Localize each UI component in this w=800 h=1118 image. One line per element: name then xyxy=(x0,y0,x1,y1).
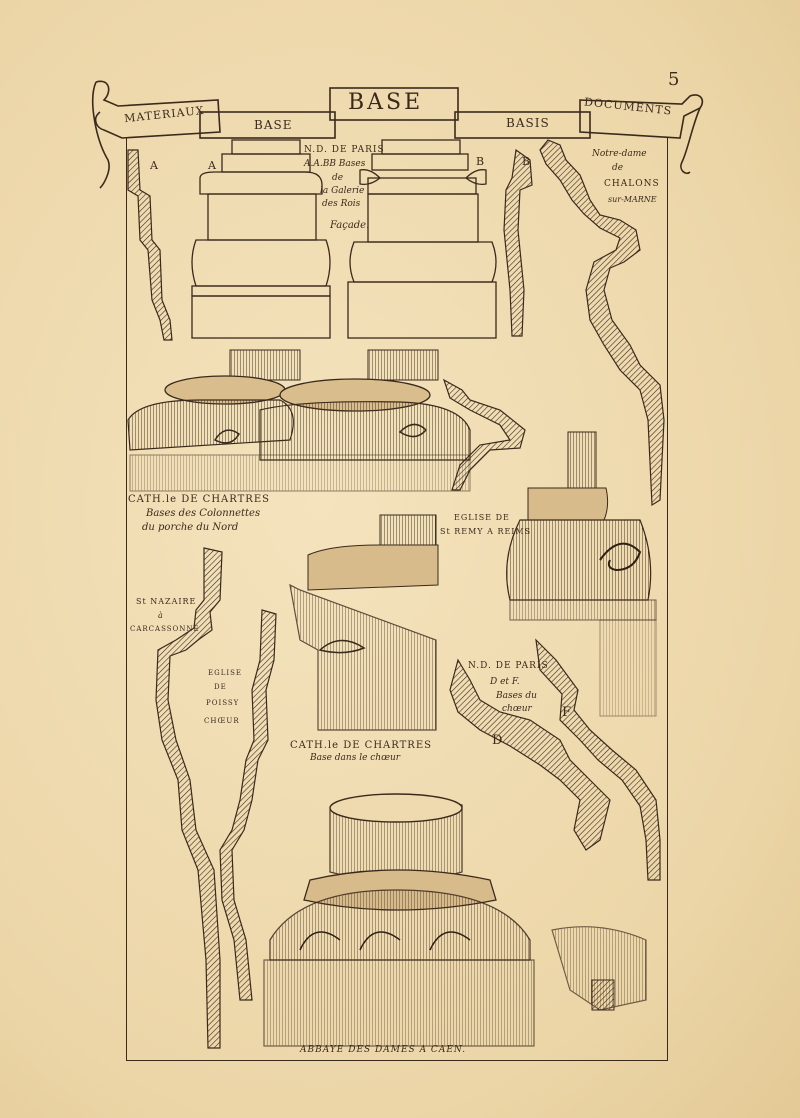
caption-nazaire-line3: CARCASSONNE xyxy=(130,625,200,633)
profile-f xyxy=(535,638,661,881)
banner-base: BASE xyxy=(254,118,293,132)
caption-chartres-1-line1: CATH.le DE CHARTRES xyxy=(128,494,270,505)
chartres-choir-base xyxy=(289,514,439,731)
caption-chartres-1-line2: Bases des Colonnettes xyxy=(146,508,261,519)
base-elevation-b xyxy=(347,139,497,339)
profile-nazaire xyxy=(155,547,223,1049)
caption-reims-line1: EGLISE DE xyxy=(454,513,510,522)
caption-reims-line2: St REMY A REIMS xyxy=(440,527,532,536)
caption-chartres-1-line3: du porche du Nord xyxy=(142,522,239,533)
caption-chalons-line4: sur-MARNE xyxy=(608,195,657,204)
caption-chartres-2-line2: Base dans le chœur xyxy=(310,753,401,763)
caption-nd-paris-1-line6: Façade. xyxy=(330,220,370,231)
page-number: 5 xyxy=(668,69,680,90)
caption-poissy-line2: DE xyxy=(214,683,227,691)
caption-nazaire-line2: à xyxy=(158,611,163,620)
plate-frame xyxy=(126,138,668,1061)
profile-b xyxy=(503,148,533,337)
caption-nd-paris-2-line3: Bases du xyxy=(496,691,537,701)
letter-a-left: A xyxy=(150,159,158,172)
caption-nd-paris-1-line5: des Rois xyxy=(322,199,361,209)
caption-nd-paris-1-line4: la Galerie xyxy=(320,186,365,196)
letter-b-left: B xyxy=(476,155,485,168)
caption-chalons-line1: Notre-dame xyxy=(592,149,647,159)
banner-title: BASE xyxy=(348,90,424,115)
caption-nd-paris-2-line1: N.D. DE PARIS xyxy=(468,661,549,671)
caption-chartres-2-line1: CATH.le DE CHARTRES xyxy=(290,740,432,751)
caption-nd-paris-2-line4: chœur xyxy=(502,704,532,714)
caption-nd-paris-2-line2: D et F. xyxy=(490,677,520,687)
caption-chalons-line3: CHALONS xyxy=(604,179,660,189)
caption-poissy-line4: CHŒUR xyxy=(204,717,240,725)
caption-nd-paris-1-line1: N.D. DE PARIS xyxy=(304,145,385,155)
title-banner xyxy=(91,80,704,189)
caption-chalons-line2: de xyxy=(612,163,624,173)
profile-a xyxy=(127,149,173,341)
caption-nazaire-line1: St NAZAIRE xyxy=(136,597,197,606)
reims-base xyxy=(506,431,657,717)
banner-basis: BASIS xyxy=(506,116,550,130)
caption-caen: ABBAYE DES DAMES A CAEN. xyxy=(300,1045,467,1055)
letter-b-right: B xyxy=(522,155,531,168)
caption-nd-paris-1-line3: de xyxy=(332,173,344,183)
letter-d: D xyxy=(492,733,503,748)
letter-a-right: A xyxy=(208,159,216,172)
base-elevation-a xyxy=(191,139,331,339)
caen-base xyxy=(263,793,647,1047)
profile-poissy xyxy=(219,609,277,1001)
letter-f: F xyxy=(562,705,572,720)
chartres-porch-bases xyxy=(127,349,526,492)
caption-poissy-line3: POISSY xyxy=(206,699,240,707)
profile-d xyxy=(449,658,611,851)
profile-chalons xyxy=(539,139,665,507)
caption-nd-paris-1-line2: A.A.BB Bases xyxy=(304,159,366,169)
caption-poissy-line1: EGLISE xyxy=(208,669,243,677)
